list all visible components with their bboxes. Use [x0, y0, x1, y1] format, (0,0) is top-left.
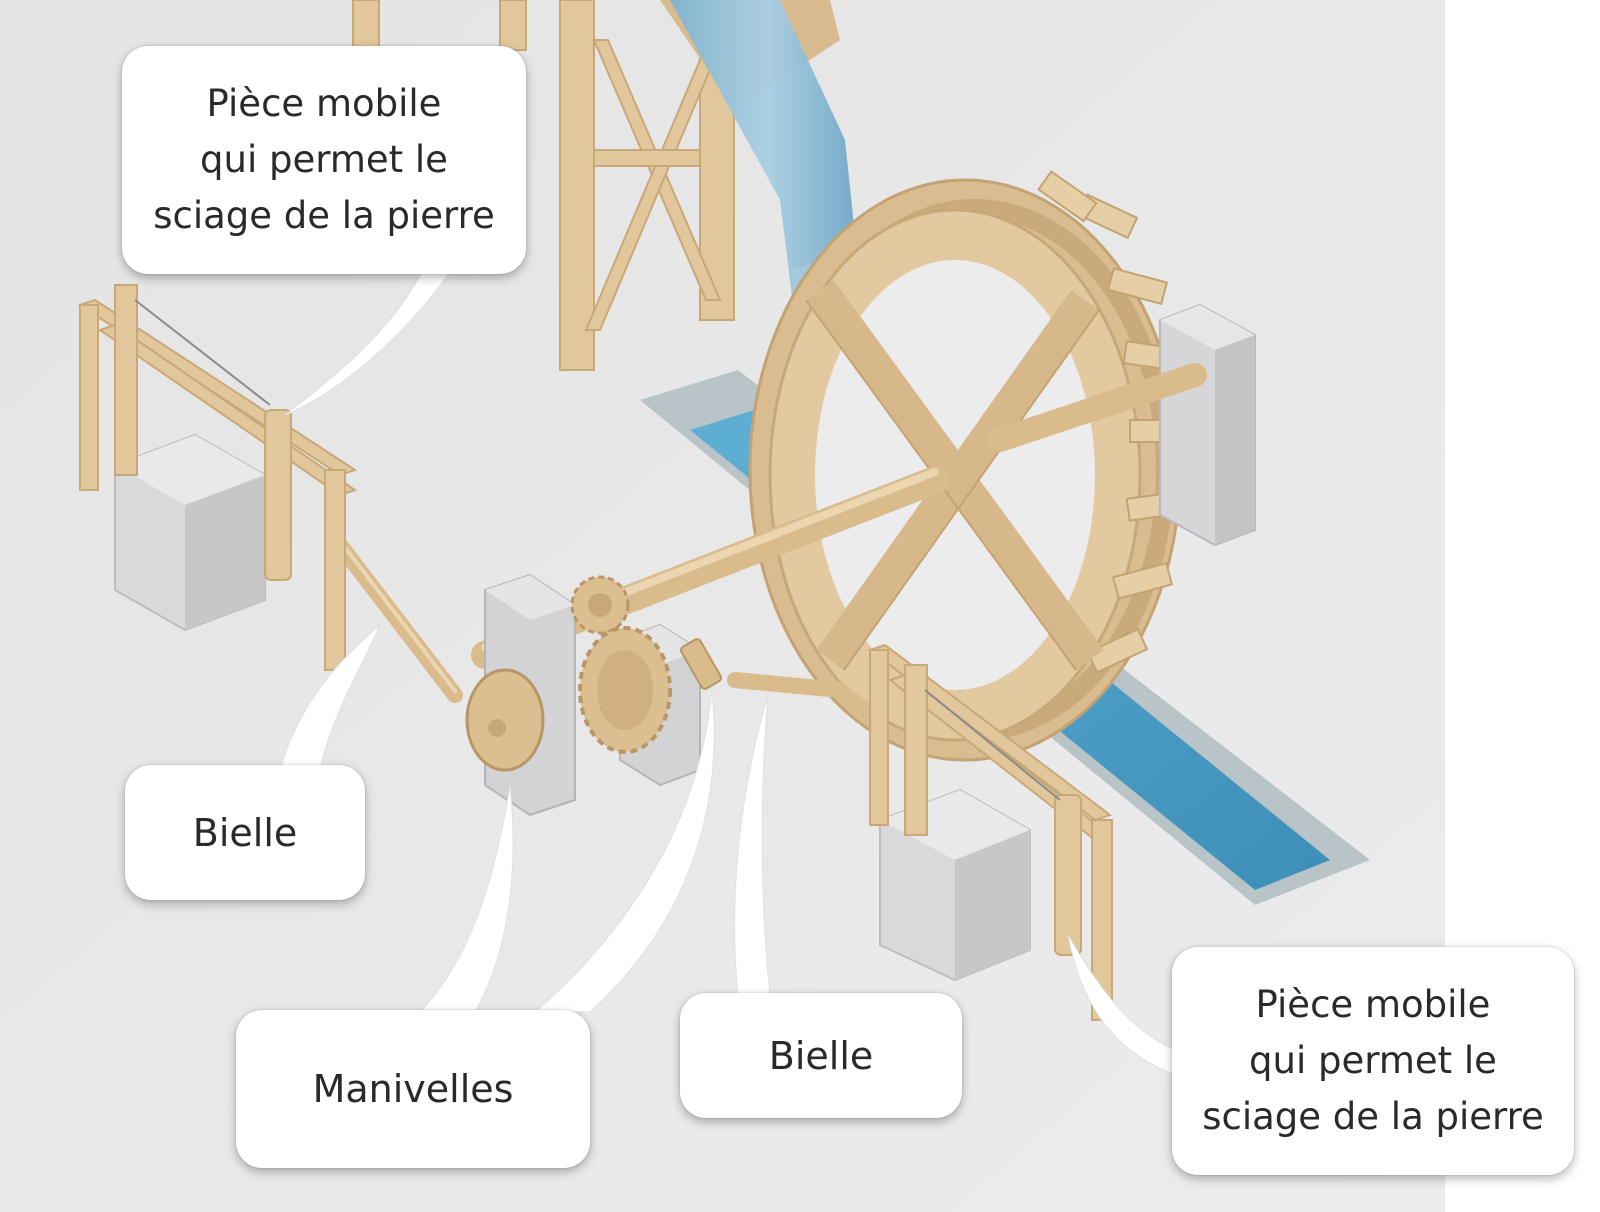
crank-right	[679, 638, 723, 690]
callout-text-line: Pièce mobile	[1255, 983, 1491, 1026]
callout-text-line: sciage de la pierre	[153, 194, 495, 237]
axle-bearing-block	[1159, 303, 1256, 547]
callout-text-line: qui permet le	[200, 138, 448, 181]
callout-moving-part-top: Pièce mobile qui permet le sciage de la …	[122, 46, 526, 274]
callout-connecting-rod-right: Bielle	[680, 993, 962, 1118]
pointer-top-left	[284, 264, 456, 416]
water-wheel	[748, 170, 1186, 762]
pointer-manivelles-b	[533, 689, 715, 1013]
callout-text-line: sciage de la pierre	[1202, 1095, 1544, 1138]
chute-support-frame	[352, 0, 735, 371]
callout-text-line: qui permet le	[1249, 1039, 1497, 1082]
callout-moving-part-bottom: Pièce mobile qui permet le sciage de la …	[1172, 947, 1574, 1175]
pointer-manivelles-a	[418, 784, 514, 1013]
callout-label: Manivelles	[312, 1067, 514, 1111]
pointer-bielle-right	[734, 694, 771, 996]
callout-connecting-rod-left: Bielle	[125, 765, 365, 900]
callout-label: Bielle	[768, 1033, 874, 1078]
saw-frame-right	[867, 643, 1113, 1021]
crank-left	[465, 668, 545, 772]
pointer-bottom-right	[1067, 934, 1176, 1076]
callout-pointers	[279, 264, 1176, 1076]
gears	[570, 575, 672, 754]
callout-cranks: Manivelles	[236, 1010, 590, 1168]
callout-label: Bielle	[192, 810, 298, 855]
pointer-bielle-left	[279, 624, 381, 771]
callout-text-line: Pièce mobile	[206, 82, 442, 125]
saw-frame-left	[77, 284, 358, 671]
